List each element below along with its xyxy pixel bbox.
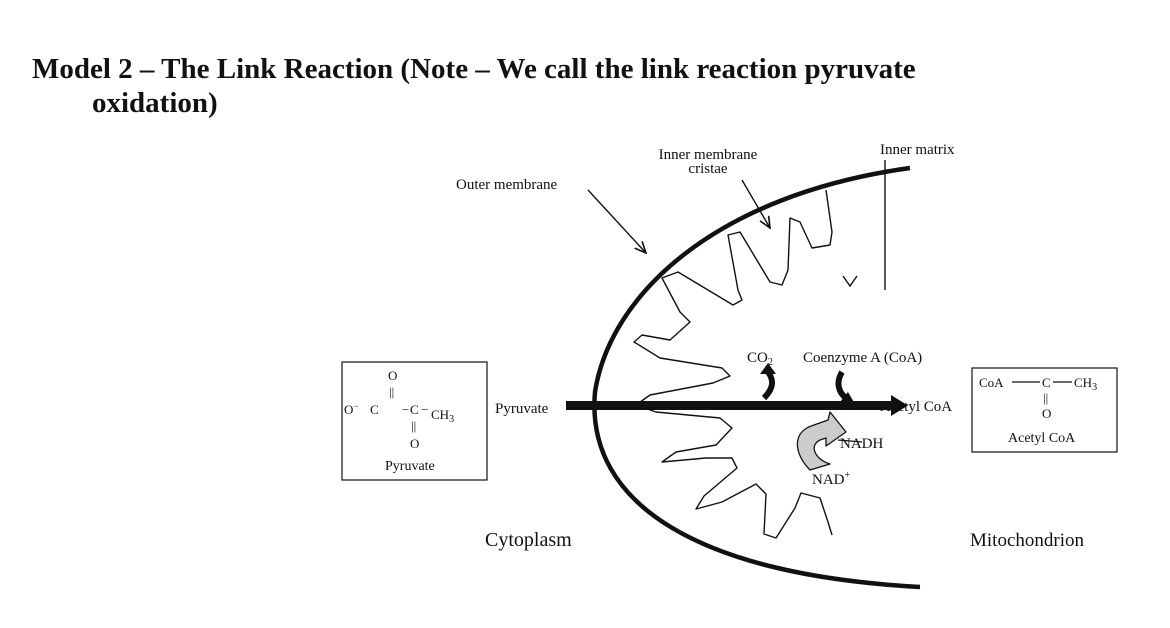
- acetyl-box-caption: Acetyl CoA: [1008, 431, 1076, 446]
- pyruvate-dash-2: −: [421, 402, 428, 417]
- outer-membrane-curve: [592, 165, 921, 590]
- pyruvate-box-caption: Pyruvate: [385, 459, 435, 474]
- co2-label: CO2: [747, 350, 773, 368]
- acetyl-coa-arrow-label: Acetyl CoA: [880, 399, 952, 415]
- outer-membrane-label: Outer membrane: [456, 177, 558, 193]
- pyruvate-double-bond-lower: ||: [411, 418, 416, 433]
- pyruvate-double-bond-top: ||: [389, 384, 394, 399]
- inner-matrix-label: Inner matrix: [880, 142, 955, 158]
- page-title: Model 2 – The Link Reaction (Note – We c…: [32, 52, 1032, 120]
- coa-input-arrow: [835, 370, 848, 401]
- cytoplasm-label: Cytoplasm: [485, 529, 572, 551]
- nad-to-nadh-arrow: [796, 411, 847, 471]
- cristae-label-line-1: Inner membrane: [659, 147, 758, 163]
- cristae-pointer: [741, 179, 770, 228]
- pyruvate-c-left: C: [370, 402, 379, 417]
- acetyl-double-bond: ||: [1043, 390, 1048, 405]
- co2-release-arrow: [761, 370, 776, 401]
- acetyl-coa-structure-box: CoA C CH3 || O Acetyl CoA: [971, 367, 1118, 453]
- pyruvate-ch3: CH3: [431, 407, 454, 425]
- pyruvate-o-bottom: O: [410, 436, 419, 451]
- title-line-1: Model 2 – The Link Reaction (Note – We c…: [32, 53, 916, 85]
- pyruvate-box-border: [341, 361, 488, 481]
- reaction-arrow-shaft: [566, 401, 894, 410]
- pyruvate-dash-1: −: [402, 402, 409, 417]
- pyruvate-arrow-label: Pyruvate: [495, 401, 549, 417]
- mitochondrion-label: Mitochondrion: [970, 530, 1084, 551]
- title-line-2: oxidation): [92, 87, 218, 119]
- coa-arrow-head: [840, 392, 855, 404]
- acetyl-ch3: CH3: [1074, 375, 1097, 393]
- co2-arrow-head: [760, 363, 776, 374]
- pyruvate-o-top: O: [388, 368, 397, 383]
- acetyl-box-border: [971, 367, 1118, 453]
- coenzyme-a-label: Coenzyme A (CoA): [803, 350, 922, 366]
- inner-membrane-cristae: [633, 189, 833, 539]
- nadh-pointer: [837, 439, 863, 443]
- nadh-label: NADH: [840, 436, 883, 452]
- acetyl-c: C: [1042, 375, 1051, 390]
- pyruvate-structure-box: O || O− C − C − CH3 || O Pyruvate: [341, 361, 488, 481]
- acetyl-coa-text: CoA: [979, 375, 1004, 390]
- pyruvate-c-mid: C: [410, 402, 419, 417]
- cristae-label-line-2: cristae: [688, 161, 727, 177]
- acetyl-o: O: [1042, 406, 1051, 421]
- pyruvate-o-minus: O−: [344, 401, 358, 417]
- reaction-arrow-head: [891, 395, 908, 416]
- outer-membrane-pointer: [587, 189, 646, 253]
- nad-plus-label: NAD+: [812, 470, 851, 488]
- matrix-mark: [842, 275, 858, 288]
